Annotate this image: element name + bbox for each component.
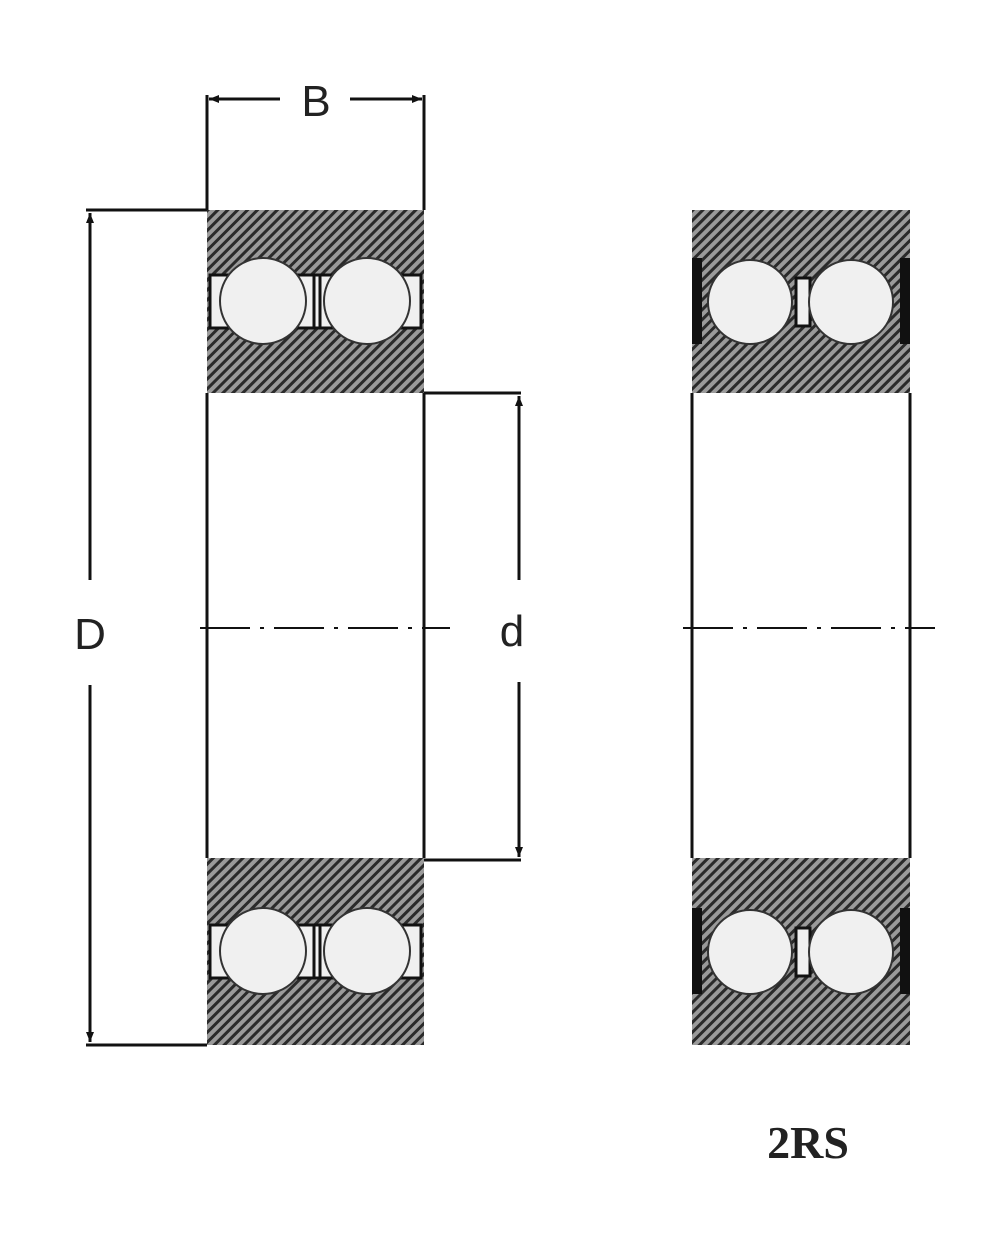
dimension-B: B <box>205 77 426 210</box>
ball <box>219 257 307 345</box>
dimension-D: D <box>74 208 207 1047</box>
ball <box>707 909 793 995</box>
ball <box>808 909 894 995</box>
ball <box>323 907 411 995</box>
label-d: d <box>500 607 524 656</box>
bearing-sealed-view: 2RS <box>683 210 935 1168</box>
seal <box>692 908 702 994</box>
ring-section-bottom <box>692 858 910 1045</box>
seal <box>900 908 910 994</box>
ball <box>323 257 411 345</box>
ball <box>808 259 894 345</box>
label-2RS: 2RS <box>767 1117 849 1168</box>
bearing-open-view <box>200 210 450 1045</box>
label-B: B <box>301 77 330 126</box>
ball <box>707 259 793 345</box>
ring-section-bottom <box>207 858 424 1045</box>
seal <box>900 258 910 344</box>
label-D: D <box>74 610 106 659</box>
ring-section-top <box>692 210 910 393</box>
ball <box>219 907 307 995</box>
seal <box>692 258 702 344</box>
dimension-d: d <box>424 391 524 862</box>
ring-section-top <box>207 210 424 393</box>
